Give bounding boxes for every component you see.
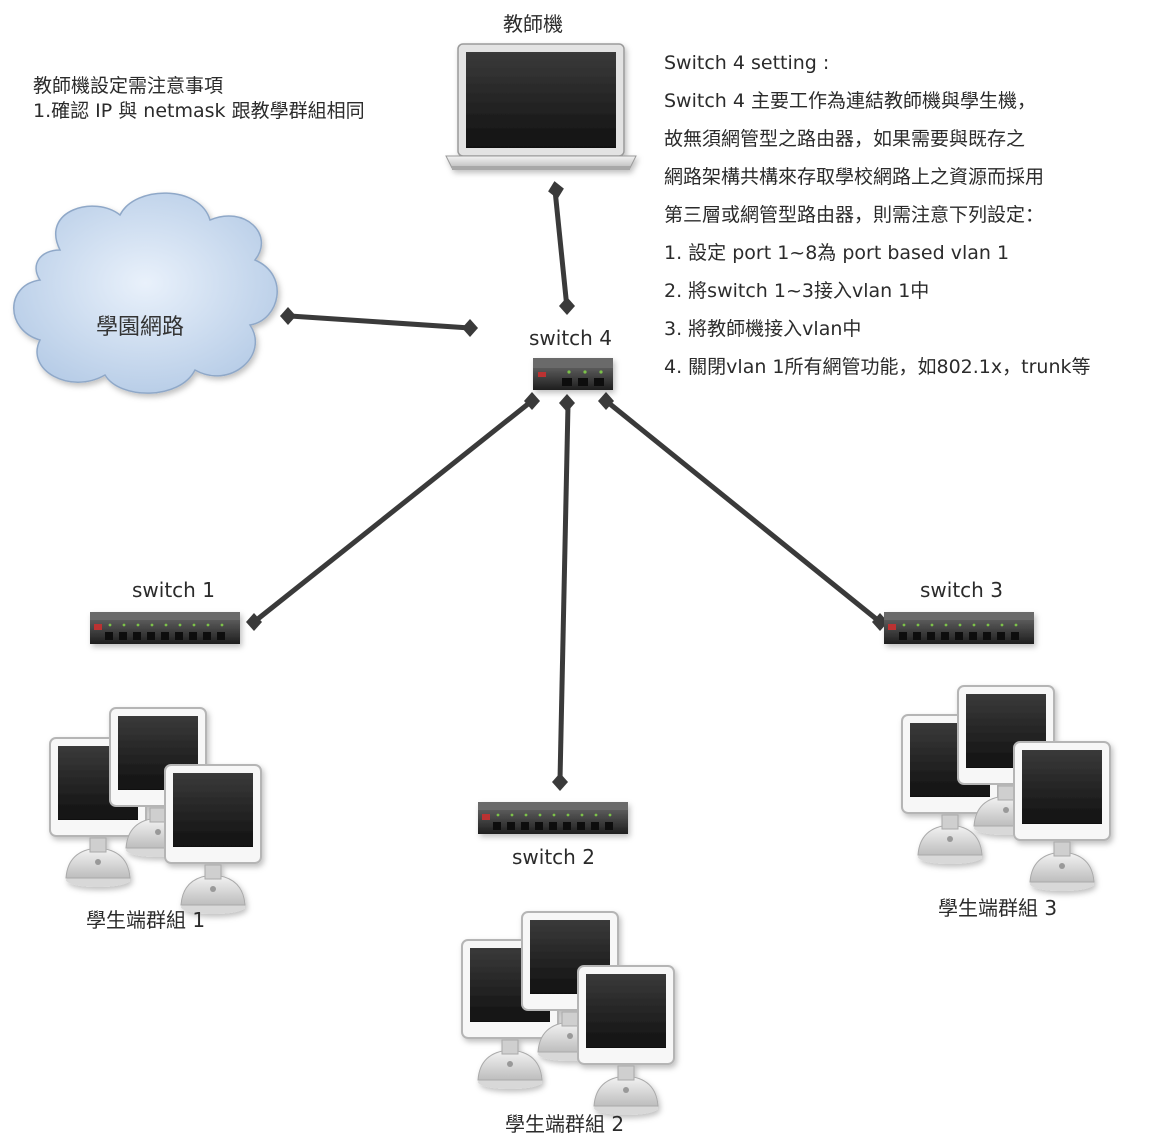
setting-line: Switch 4 主要工作為連結教師機與學生機，: [664, 90, 1036, 112]
connector: [559, 394, 575, 412]
student-group-1-icon: [49, 707, 262, 915]
student-group-1-label: 學生端群組 1: [86, 908, 206, 932]
campus-network-label: 學園網路: [96, 315, 185, 340]
switch-3-device: [884, 612, 1034, 644]
student-group-2-icon: [461, 911, 675, 1116]
switch-2-device: [478, 802, 628, 834]
switch-4-label: switch 4: [529, 326, 612, 350]
setting-line: 2. 將switch 1~3接入vlan 1中: [664, 280, 930, 302]
link-switch4-switch2: [557, 404, 571, 781]
setting-line: 第三層或網管型路由器，則需注意下列設定：: [664, 204, 1045, 226]
link-switch4-switch1: [252, 398, 535, 624]
teacher-notes-item-1: 1.確認 IP 與 netmask 跟教學群組相同: [33, 100, 365, 122]
teacher-notes: 教師機設定需注意事項 1.確認 IP 與 netmask 跟教學群組相同: [33, 74, 365, 124]
switch-3-label: switch 3: [920, 578, 1003, 602]
switch4-setting-notes: Switch 4 setting : Switch 4 主要工作為連結教師機與學…: [664, 49, 1091, 391]
setting-line: Switch 4 setting :: [664, 52, 830, 74]
setting-line: 網路架構共構來存取學校網路上之資源而採用: [664, 166, 1045, 188]
link-cloud-switch4: [289, 313, 471, 331]
student-group-3-icon: [901, 685, 1111, 892]
connector: [559, 297, 575, 315]
setting-line: 3. 將教師機接入vlan中: [664, 318, 862, 340]
connector: [546, 179, 566, 201]
switch-1-label: switch 1: [132, 578, 215, 602]
switch-4-device: [533, 358, 613, 390]
campus-network-cloud-icon: [13, 192, 278, 394]
teacher-laptop-icon: [445, 43, 637, 170]
switch-2-label: switch 2: [512, 845, 595, 869]
teacher-notes-title: 教師機設定需注意事項: [33, 75, 224, 97]
setting-line: 4. 關閉vlan 1所有網管功能，如802.1x，trunk等: [664, 356, 1091, 378]
links: [252, 189, 882, 781]
student-group-2-label: 學生端群組 2: [505, 1112, 625, 1136]
student-group-3-label: 學生端群組 3: [938, 896, 1058, 920]
link-teacher-switch4: [552, 189, 570, 309]
connector: [280, 307, 296, 325]
link-switch4-switch3: [603, 398, 882, 624]
teacher-label: 教師機: [503, 12, 563, 36]
connector: [462, 319, 478, 337]
setting-line: 1. 設定 port 1~8為 port based vlan 1: [664, 242, 1010, 264]
connector: [552, 773, 568, 791]
setting-line: 故無須網管型之路由器，如果需要與既存之: [664, 128, 1026, 150]
switch-1-device: [90, 612, 240, 644]
